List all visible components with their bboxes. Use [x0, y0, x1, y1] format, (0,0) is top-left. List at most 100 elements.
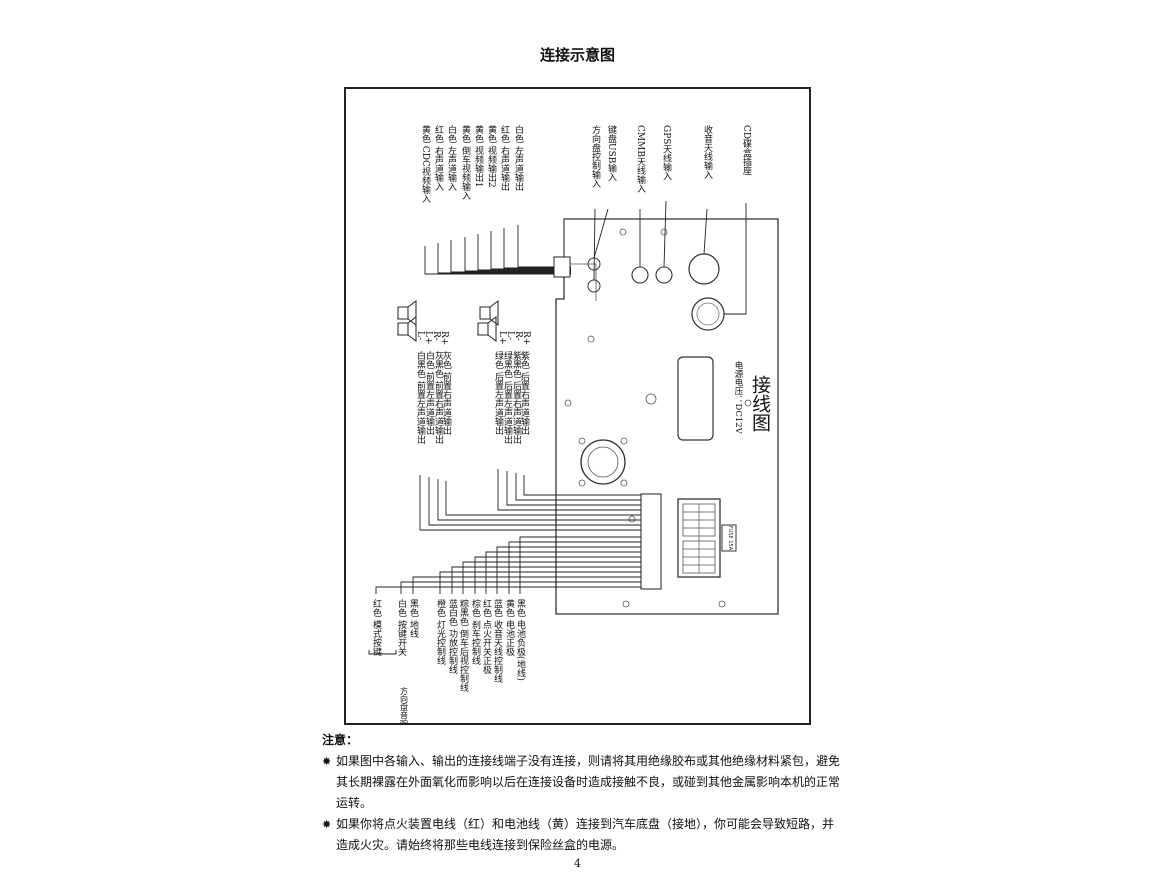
wiring-diagram: FUSE 15A 接线图 电源电压：DC12V CD碟盒插座 收音天线输入 GPS天…	[344, 87, 811, 725]
front-speaker-label-2: 白色 前置左声道输出	[424, 350, 435, 436]
rear-speaker-label-2: 绿黑色 后置左声道输出	[502, 350, 513, 445]
notes-title: 注意：	[322, 733, 359, 747]
wire-top-2	[663, 200, 667, 268]
notes-section: 注意： ✸ 如果图中各输入、输出的连接线端子没有连接，则请将其用绝缘胶布或其他绝…	[322, 730, 842, 856]
front-speaker-label-0: 灰色 前置右声道输出	[441, 350, 452, 436]
power-label-3: 红色 点火开关正极	[481, 598, 492, 675]
wire-power-4	[474, 556, 641, 594]
power-label-8: 黑色 地线	[408, 599, 419, 638]
wire-power-10	[375, 586, 641, 594]
av-label-5: 白色 左声道输入	[446, 124, 457, 191]
wire-top-5	[593, 208, 596, 281]
wire-av-0	[517, 225, 571, 268]
radio-antenna-socket	[688, 253, 720, 285]
power-label-4: 棕色 刹车控制线	[470, 598, 481, 665]
fan-vent	[580, 439, 626, 485]
power-label-1: 黄色 电池正极	[504, 598, 515, 657]
wire-power-7	[439, 571, 641, 594]
steering-bracket	[368, 650, 397, 655]
wire-front-2	[428, 477, 641, 526]
wire-av-5	[450, 240, 571, 273]
supply-voltage: 电源电压：DC12V	[733, 360, 743, 434]
front-speaker-label-3: 白黑色 前置左声道输出	[415, 350, 426, 445]
wire-power-2	[496, 546, 641, 594]
wire-power-8	[412, 576, 641, 594]
wire-av-7	[424, 246, 571, 275]
top-label-3: CMMB天线输入	[635, 125, 646, 193]
note-item: ✸ 如果图中各输入、输出的连接线端子没有连接，则请将其用绝缘胶布或其他绝缘材料紧…	[322, 751, 842, 814]
front-speaker-left-icon	[397, 316, 417, 342]
av-label-2: 黄色 视频输出2	[486, 124, 497, 188]
wire-av-1	[503, 228, 571, 269]
note-text: 如果你将点火装置电线（红）和电池线（黄）连接到汽车底盘（接地），你可能会导致短路…	[336, 817, 835, 852]
unit-housing	[555, 218, 779, 615]
front-terminal-2: L+	[423, 331, 433, 345]
wire-power-3	[485, 551, 641, 594]
av-label-0: 白色 左声道输出	[513, 124, 524, 192]
page-number: 4	[574, 857, 581, 870]
top-label-4: 键盘USB输入	[606, 124, 617, 181]
wire-power-5	[462, 561, 641, 594]
wire-rear-3	[497, 469, 641, 511]
wire-power-1	[508, 541, 641, 594]
cmmb-antenna-socket	[631, 266, 649, 284]
rear-speaker-right-icon	[479, 300, 499, 326]
top-label-5: 方向盘控制输入	[590, 124, 601, 188]
wire-top-1	[703, 208, 708, 255]
steering-connector	[587, 279, 601, 293]
fuse-label: FUSE 15A	[727, 526, 733, 551]
rear-terminal-0: R+	[521, 331, 531, 345]
rear-terminal-2: L-	[505, 331, 515, 340]
av-label-4: 黄色 倒车视频输入	[460, 124, 471, 200]
power-label-0: 黑色 电池负极(地线)	[515, 599, 526, 681]
av-label-1: 红色 右声道输出	[499, 124, 510, 192]
rear-speaker-label-3: 绿色 后置左声道输出	[493, 350, 504, 436]
power-label-9: 白色 按键开关	[396, 598, 407, 657]
wire-lines	[375, 200, 747, 594]
power-label-2: 蓝色 收音天线控制线	[492, 598, 503, 683]
top-labels: CD碟盒插座 收音天线输入 GPS天线输入 CMMB天线输入 键盘USB输入方向盘控制输…	[590, 124, 752, 193]
power-label-7: 橙色 灯光控制线	[435, 598, 446, 665]
rear-slot	[677, 356, 714, 441]
rear-terminal-3: L+	[497, 331, 507, 345]
fuse	[721, 524, 737, 552]
wire-av-3	[477, 234, 571, 271]
front-speaker-label-1: 灰黑色 前置右声道输出	[433, 350, 444, 445]
harness-plug	[640, 493, 662, 590]
rear-terminal-1: R-	[513, 331, 523, 341]
front-terminal-0: R+	[439, 331, 449, 345]
rear-speaker-label-0: 紫色 后置右声道输出	[519, 351, 530, 436]
bullet-icon: ✸	[322, 755, 332, 768]
av-label-3: 黄色 视频输出1	[473, 124, 484, 188]
top-label-1: 收音天线输入	[702, 124, 713, 179]
wire-top-4	[593, 208, 609, 259]
wire-rear-2	[506, 471, 641, 506]
power-label-5: 粽黑色 倒车后视控制线	[458, 598, 469, 692]
wire-cd	[724, 203, 747, 315]
front-terminal-1: R-	[431, 331, 441, 341]
front-speaker-right-icon	[397, 300, 417, 326]
top-label-2: GPS天线输入	[661, 125, 672, 180]
top-label-0: CD碟盒插座	[741, 125, 752, 176]
rear-speaker-left-icon	[477, 316, 497, 342]
wire-power-9	[400, 581, 641, 594]
power-label-6: 蓝白色 功放控制线	[447, 598, 458, 674]
wire-rear-1	[515, 473, 641, 501]
wire-front-0	[445, 481, 641, 516]
wire-av-4	[464, 237, 571, 272]
front-terminal-3: L-	[415, 331, 425, 340]
wire-front-3	[419, 475, 641, 531]
steering-bracket-label: 方向盘音响按键控制	[400, 686, 409, 723]
wire-av-6	[437, 243, 571, 274]
gps-antenna-socket	[655, 266, 673, 284]
bullet-icon: ✸	[322, 818, 332, 831]
wire-power-6	[451, 566, 641, 594]
main-harness-connector	[677, 498, 721, 578]
rear-speaker-label-1: 紫黑色 后置右声道输出	[511, 351, 522, 445]
page-title: 连接示意图	[539, 46, 615, 64]
av-label-6: 红色 右声道输入	[433, 124, 444, 191]
diagram-heading: 接线图	[749, 375, 771, 432]
